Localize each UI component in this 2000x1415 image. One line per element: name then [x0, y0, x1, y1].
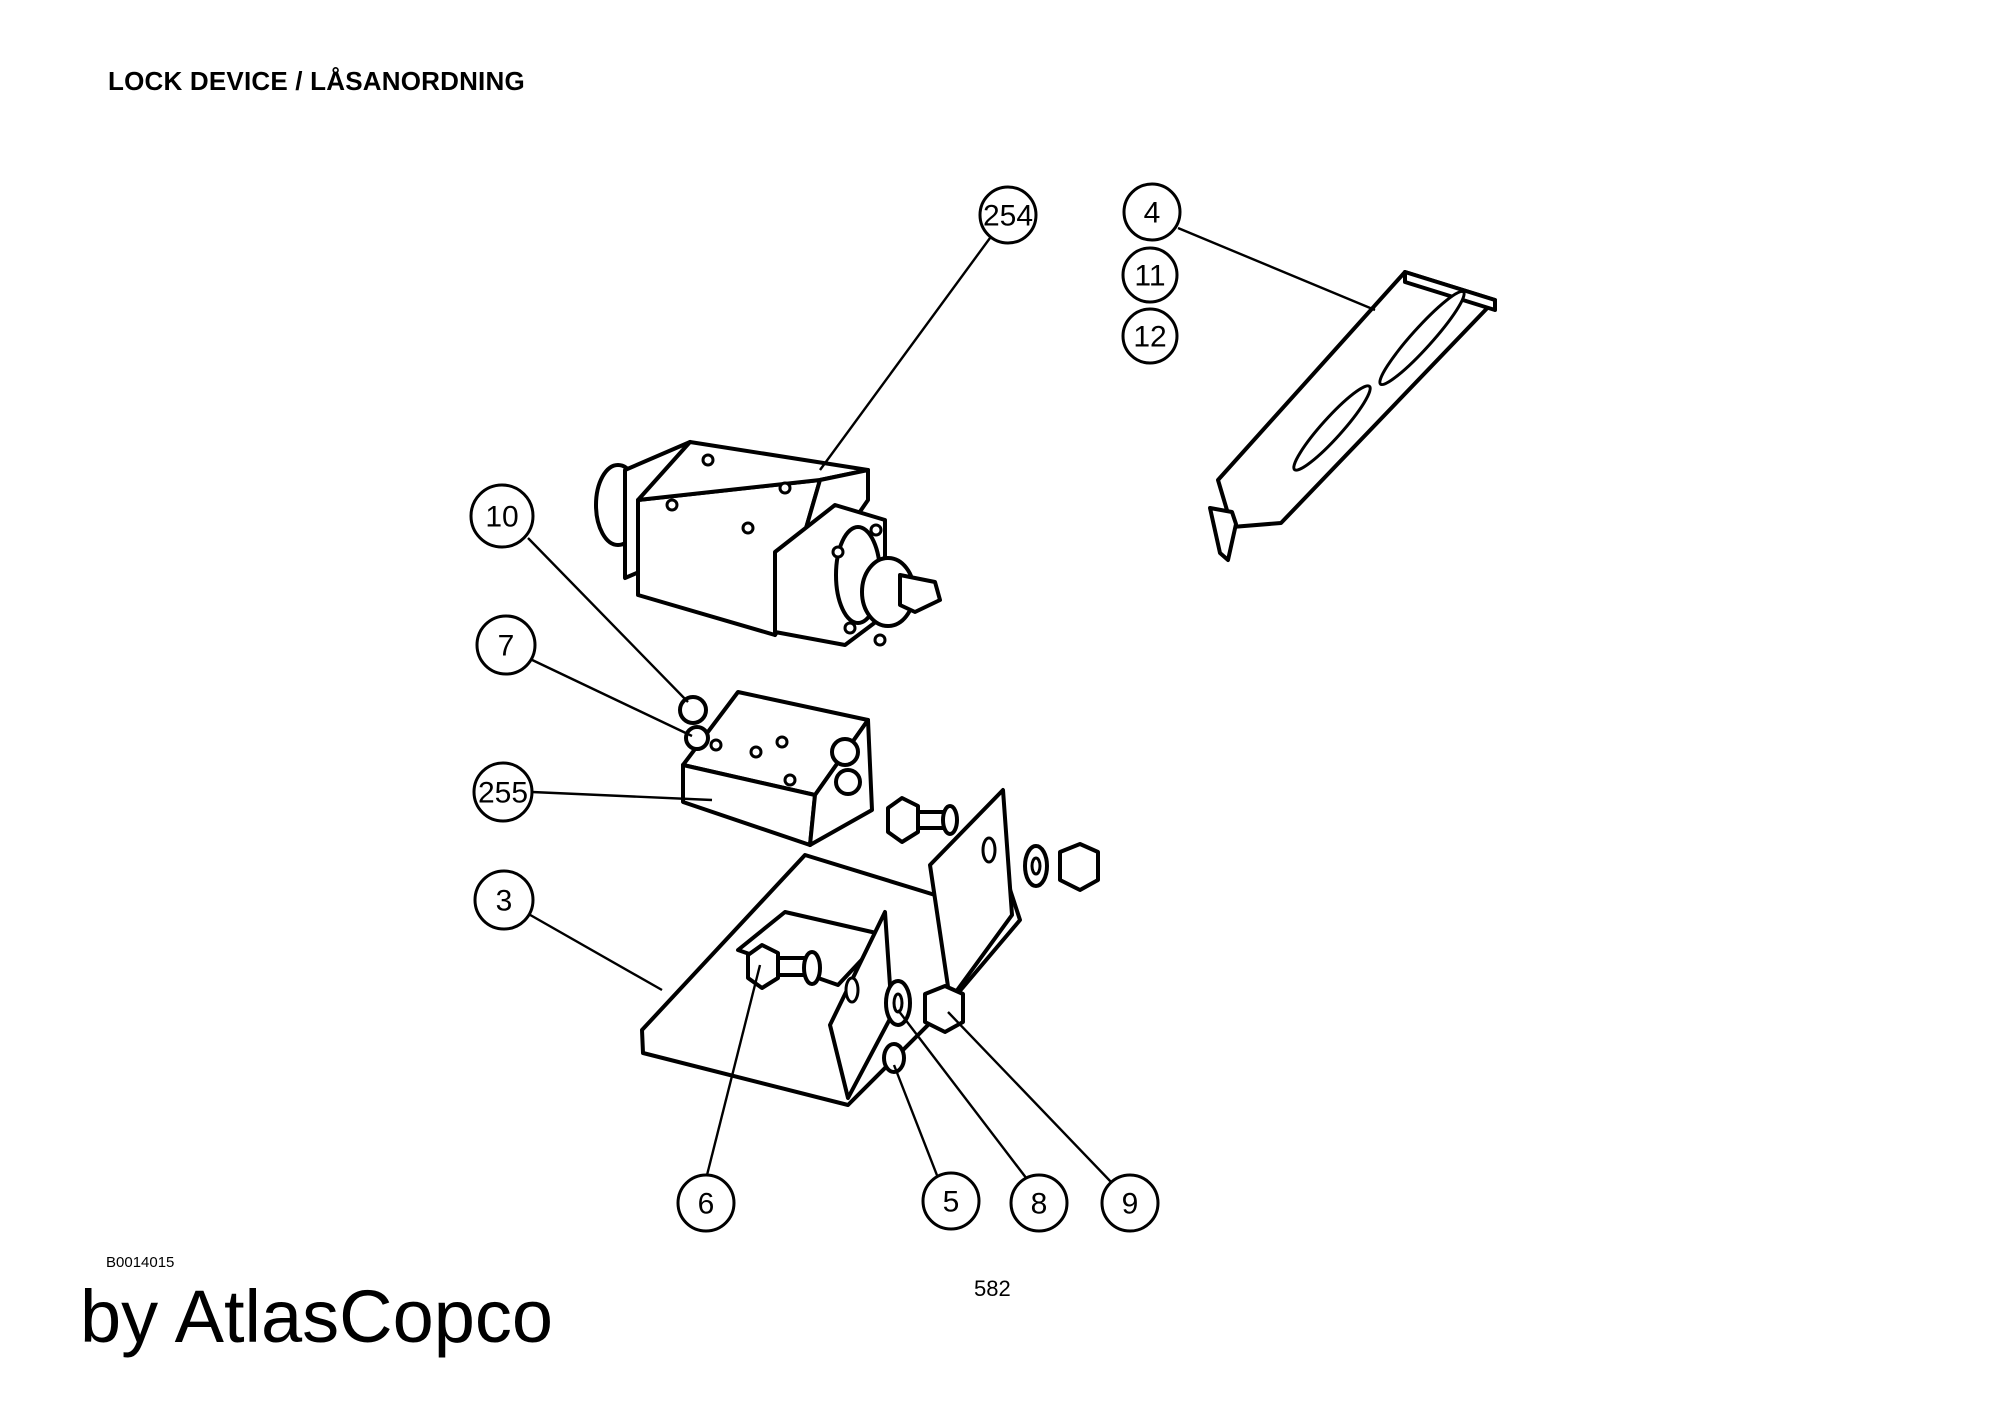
- page-number: 582: [974, 1276, 1011, 1301]
- callout-10-label: 10: [485, 501, 518, 534]
- fastener-bolt-lower: [746, 943, 822, 990]
- leader-255: [531, 790, 713, 802]
- callout-3: 3: [473, 869, 535, 931]
- callout-6: 6: [676, 1173, 736, 1233]
- callout-7: 7: [475, 614, 537, 676]
- base-bracket-part: [640, 788, 1022, 1107]
- callout-255-label: 255: [478, 777, 528, 810]
- washer-upper: [1023, 844, 1049, 888]
- bolt-end-5: [882, 1042, 906, 1074]
- callout-254: 254: [978, 185, 1038, 245]
- leader-7: [527, 656, 693, 738]
- leader-10: [527, 537, 689, 703]
- callout-12: 12: [1121, 307, 1179, 365]
- leader-3: [524, 910, 663, 992]
- leader-lines: [524, 226, 1376, 1184]
- callout-12-label: 12: [1133, 321, 1166, 354]
- callout-9: 9: [1100, 1173, 1160, 1233]
- mounting-plate-part: [1208, 270, 1497, 562]
- callout-11: 11: [1121, 246, 1179, 304]
- callout-3-label: 3: [496, 885, 513, 918]
- mounting-block-part: [678, 690, 874, 847]
- leader-5: [892, 1064, 942, 1184]
- callout-254-label: 254: [983, 200, 1033, 233]
- lock-cylinder-part: [594, 440, 942, 647]
- callout-6-label: 6: [698, 1188, 715, 1221]
- callout-11-label: 11: [1134, 260, 1165, 293]
- leader-8: [897, 1009, 1031, 1184]
- leader-6: [703, 964, 762, 1184]
- washer-lower: [884, 979, 912, 1027]
- drawing-code: B0014015: [106, 1254, 175, 1271]
- fastener-bolt-upper: [886, 796, 959, 844]
- nut-upper: [1058, 842, 1100, 892]
- callout-5: 5: [921, 1171, 981, 1231]
- callout-10: 10: [469, 483, 535, 549]
- nut-lower: [923, 984, 965, 1034]
- callout-7-label: 7: [498, 630, 515, 663]
- callout-8-label: 8: [1031, 1188, 1048, 1221]
- callout-4-label: 4: [1144, 197, 1161, 230]
- leader-4: [1177, 226, 1376, 312]
- leader-254: [819, 237, 991, 471]
- page-title: LOCK DEVICE / LÅSANORDNING: [108, 66, 525, 96]
- callout-8: 8: [1009, 1173, 1069, 1233]
- callout-4: 4: [1122, 182, 1182, 242]
- leader-9: [947, 1011, 1113, 1184]
- callout-5-label: 5: [943, 1186, 960, 1219]
- callout-9-label: 9: [1122, 1188, 1139, 1221]
- brand-watermark: by AtlasCopco: [80, 1275, 554, 1358]
- callout-255: 255: [472, 761, 534, 823]
